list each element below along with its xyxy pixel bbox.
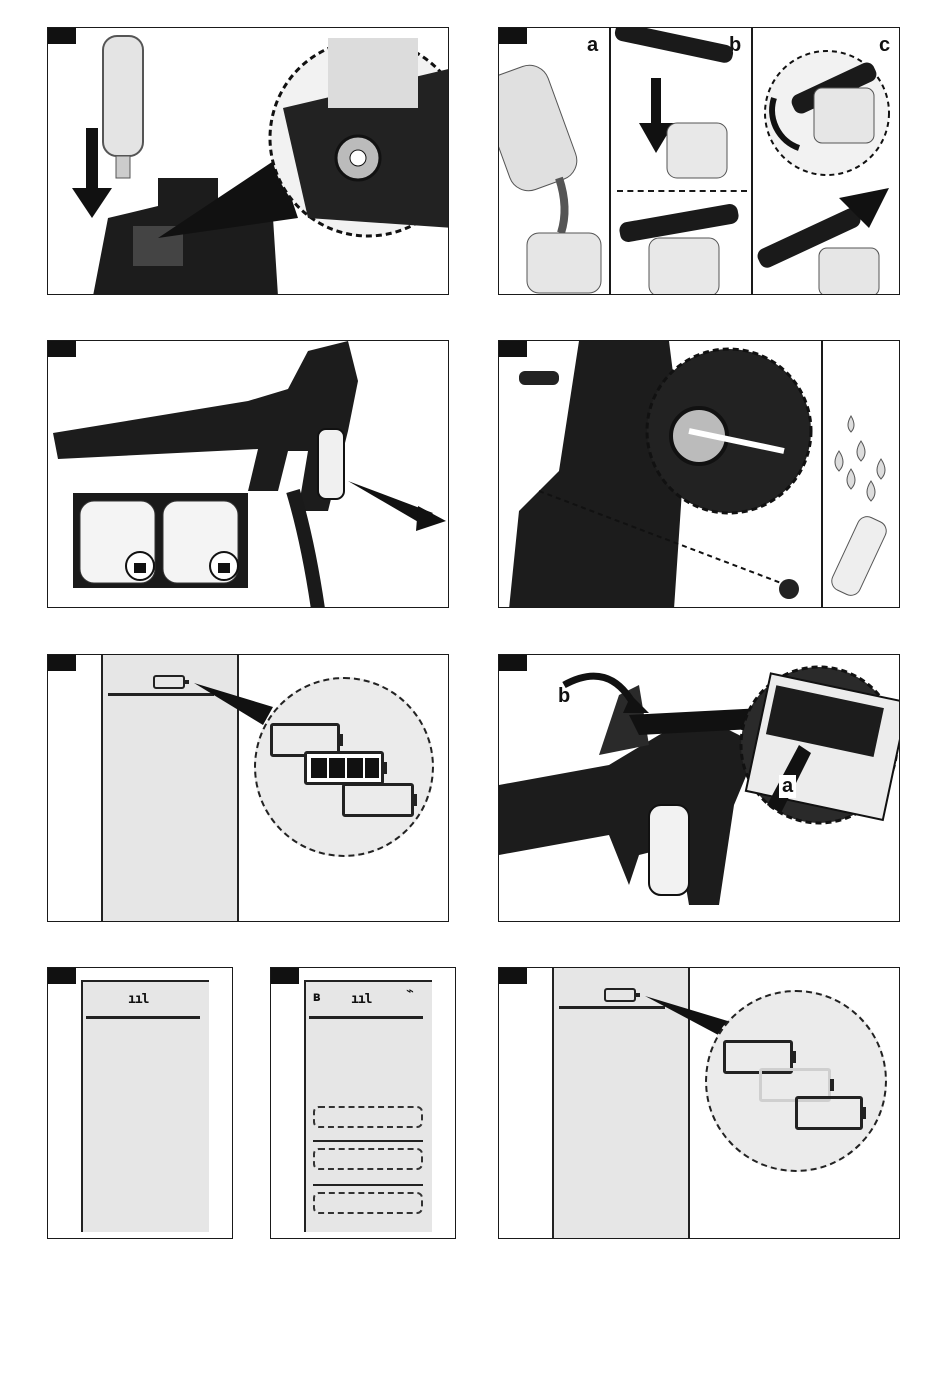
panel-display-bluetooth: ʙ ııl ⌁ xyxy=(270,967,456,1239)
battery-empty-icon xyxy=(795,1096,863,1130)
slot-empty-icon xyxy=(313,1192,423,1214)
filter-insert-icon xyxy=(829,513,890,598)
step-b-label: b xyxy=(558,685,570,708)
battery-empty-icon xyxy=(342,783,414,817)
foam-nozzle-illustration xyxy=(499,28,900,295)
fill-detergent-illustration xyxy=(48,28,449,295)
panel-fill-detergent xyxy=(47,27,449,295)
panel-battery-display xyxy=(47,654,449,922)
figure-number-tag xyxy=(48,968,76,984)
signal-strength-icon: ııl xyxy=(128,992,148,1007)
water-drops-icon xyxy=(835,416,885,501)
display-header-line xyxy=(86,1016,200,1019)
slot-empty-icon xyxy=(313,1106,423,1128)
step-a-label: a xyxy=(779,775,796,798)
panel-display-signal: ııl xyxy=(47,967,233,1239)
figure-number-tag xyxy=(271,968,299,984)
detergent-bottle-icon xyxy=(103,36,143,156)
battery-full-icon xyxy=(304,751,384,785)
panel-foam-nozzle-steps: a b c xyxy=(498,27,900,295)
detergent-bottle-icon xyxy=(499,60,582,197)
panel-filter-cleaning xyxy=(498,340,900,608)
display-header-line xyxy=(309,1016,423,1019)
slot-separator xyxy=(313,1140,423,1142)
filter-cleaning-illustration xyxy=(499,341,900,608)
bluetooth-icon: ʙ xyxy=(313,990,320,1005)
slot-separator xyxy=(313,1184,423,1186)
panel-battery-blink xyxy=(498,967,900,1239)
down-arrow-icon xyxy=(651,78,661,128)
trigger-gun-illustration xyxy=(48,341,449,608)
slot-empty-icon xyxy=(313,1148,423,1170)
app-connect-icon: ⌁ xyxy=(406,984,413,999)
panel-trigger-gun-lock xyxy=(47,340,449,608)
down-arrow-icon xyxy=(86,128,98,198)
trigger-gun-icon xyxy=(53,341,358,511)
signal-strength-icon: ııl xyxy=(351,992,371,1007)
panel-battery-insert: b a xyxy=(498,654,900,922)
foam-lance-icon xyxy=(613,28,734,64)
